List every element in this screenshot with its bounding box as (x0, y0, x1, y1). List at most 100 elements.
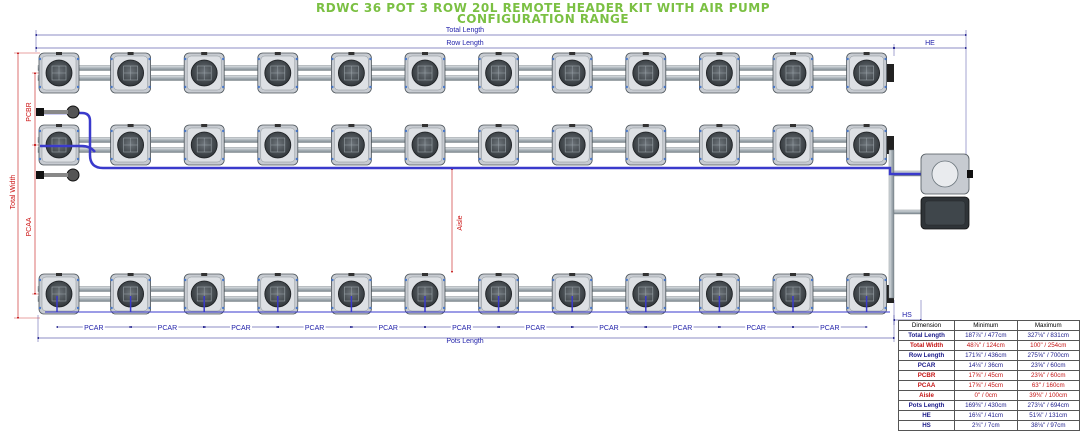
pot (699, 273, 740, 315)
cell-dimension: Aisle (897, 390, 956, 401)
pot (551, 52, 593, 94)
pcar-label-bg (598, 323, 620, 331)
cell-maximum: 23⅝" / 60cm (1016, 370, 1081, 381)
cell-dimension: Pots Length (897, 400, 956, 411)
pot (110, 52, 151, 94)
return-pipe-vertical (888, 149, 895, 299)
pcar-label-bg (450, 323, 473, 331)
pot (183, 124, 225, 166)
label-pcaa: PCAA (26, 217, 33, 236)
pot (257, 124, 299, 166)
row-pipe (37, 296, 894, 302)
pot (404, 273, 446, 315)
air-line (36, 105, 922, 313)
cell-minimum: 16⅛" / 41cm (954, 410, 1018, 421)
pcar-label-bg (82, 323, 105, 331)
pcar-label: PCAR (231, 325, 250, 332)
pcar-label-bg (230, 323, 252, 331)
label-pcbr: PCBR (26, 102, 33, 121)
pot (38, 273, 80, 315)
pcar-label: PCAR (746, 325, 765, 332)
label-he: HE (925, 40, 935, 47)
header-lid (931, 160, 959, 188)
cell-maximum: 100" / 254cm (1016, 340, 1081, 351)
pcar-label-bg (303, 323, 326, 331)
cell-maximum: 39⅜" / 100cm (1016, 390, 1081, 401)
pcar-label: PCAR (599, 325, 618, 332)
pcar-label: PCAR (84, 325, 103, 332)
cell-dimension: HE (897, 410, 956, 421)
pot (330, 52, 372, 94)
pcar-label-bg (156, 323, 179, 331)
pot (257, 52, 299, 94)
pipe-end-cap (886, 136, 894, 154)
cell-minimum: 48⅞" / 124cm (954, 340, 1018, 351)
pcar-label: PCAR (820, 325, 839, 332)
pot (699, 124, 740, 166)
pipe-network (37, 64, 923, 303)
table-header-row: Dimension Minimum Maximum (897, 320, 1081, 331)
label-total-width: Total Width (10, 175, 17, 210)
pcar-label: PCAR (378, 325, 397, 332)
air-pump-cover (924, 200, 966, 226)
row-pipe (37, 75, 894, 81)
pot (551, 124, 593, 166)
air-valve (36, 168, 80, 182)
cell-maximum: 275⅝" / 700cm (1016, 350, 1081, 361)
pot (625, 273, 667, 315)
pot (846, 52, 887, 94)
label-aisle: Aisle (457, 215, 464, 230)
pot (846, 124, 887, 166)
cell-dimension: Total Width (897, 340, 956, 351)
diagram-subtitle: CONFIGURATION RANGE (456, 12, 630, 26)
cell-dimension: PCAR (897, 360, 956, 371)
label-total-length: Total Length (446, 27, 484, 34)
pot (772, 124, 814, 166)
diagram-title: RDWC 36 POT 3 ROW 20L REMOTE HEADER KIT … (316, 1, 770, 15)
pcar-label: PCAR (526, 325, 545, 332)
row-pipe (37, 147, 894, 153)
label-row-length: Row Length (446, 40, 483, 47)
row-pipe (37, 286, 894, 292)
column-header-dimension: Dimension (897, 320, 956, 331)
cell-dimension: Row Length (897, 350, 956, 361)
air-valve (36, 105, 80, 119)
pcar-labels: PCAR PCAR PCAR PCAR PCAR PCAR PCAR PCAR PCAR PCAR… (82, 323, 841, 332)
pot (478, 124, 520, 166)
pot (699, 52, 740, 94)
air-tube-branch (40, 144, 96, 153)
pot (110, 273, 151, 315)
cell-minimum: 0" / 0cm (954, 390, 1018, 401)
pcar-label-bg (818, 323, 841, 331)
pcar-label: PCAR (452, 325, 471, 332)
pot (772, 273, 814, 315)
pot (110, 124, 151, 166)
cell-maximum: 51⅝" / 131cm (1016, 410, 1081, 421)
pcar-label-bg (745, 323, 768, 331)
cell-maximum: 63" / 160cm (1016, 380, 1081, 391)
pump-pipe (893, 209, 923, 215)
cell-minimum: 14⅛" / 36cm (954, 360, 1018, 371)
cell-maximum: 23⅝" / 60cm (1016, 360, 1081, 371)
header-outlet (967, 170, 973, 178)
pot (404, 124, 446, 166)
cell-dimension: Total Length (897, 330, 956, 341)
remote-header-tank (920, 153, 973, 230)
pcar-label: PCAR (673, 325, 692, 332)
cell-minimum: 171⅝" / 436cm (954, 350, 1018, 361)
cell-maximum: 327⅛" / 831cm (1016, 330, 1081, 341)
pot (772, 52, 814, 94)
cell-minimum: 169⅜" / 430cm (954, 400, 1018, 411)
pot (38, 52, 80, 94)
pcar-label: PCAR (158, 325, 177, 332)
